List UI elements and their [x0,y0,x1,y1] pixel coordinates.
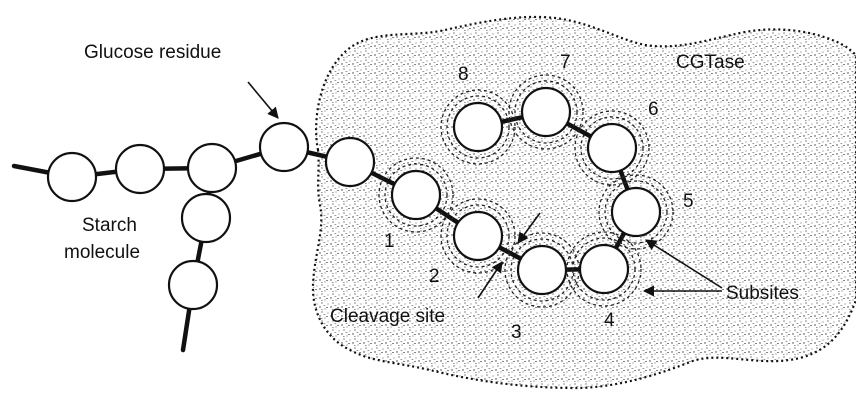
subsite-number-3: 3 [511,322,522,343]
glucose-residue-branch-1 [182,194,230,242]
glucose-residue-a [48,153,96,201]
glucose-residue-label: Glucose residue [84,42,221,63]
glucose-residue-subsite-3 [518,246,566,294]
starch-label-line2: molecule [64,242,140,263]
glucose-residue-branch-2 [169,261,217,309]
subsite-number-6: 6 [648,99,659,120]
glucose-residue-d [260,123,308,171]
subsites-label: Subsites [726,283,799,304]
glucose-residue-subsite-6 [588,124,636,172]
glucose-residue-e [326,138,374,186]
subsite-number-8: 8 [458,64,469,85]
glucose-residue-subsite-5 [612,188,660,236]
glucose-residue-subsite-7 [522,88,570,136]
glucose-residue-subsite-8 [454,103,502,151]
glucose-residue-subsite-1 [392,171,440,219]
subsite-number-4: 4 [604,310,615,331]
cgtase-label: CGTase [676,52,745,73]
starch-label-line1: Starch [82,215,137,236]
subsite-number-1: 1 [384,231,395,252]
subsite-number-7: 7 [560,52,571,73]
glucose-residue-arrow [248,82,278,118]
cleavage-site-label: Cleavage site [330,306,445,327]
glucose-residue-subsite-4 [580,245,628,293]
glucose-residue-subsite-2 [454,212,502,260]
glucose-residue-c [188,144,236,192]
glucose-residue-b [116,145,164,193]
subsite-number-2: 2 [429,266,440,287]
subsite-number-5: 5 [683,191,694,212]
